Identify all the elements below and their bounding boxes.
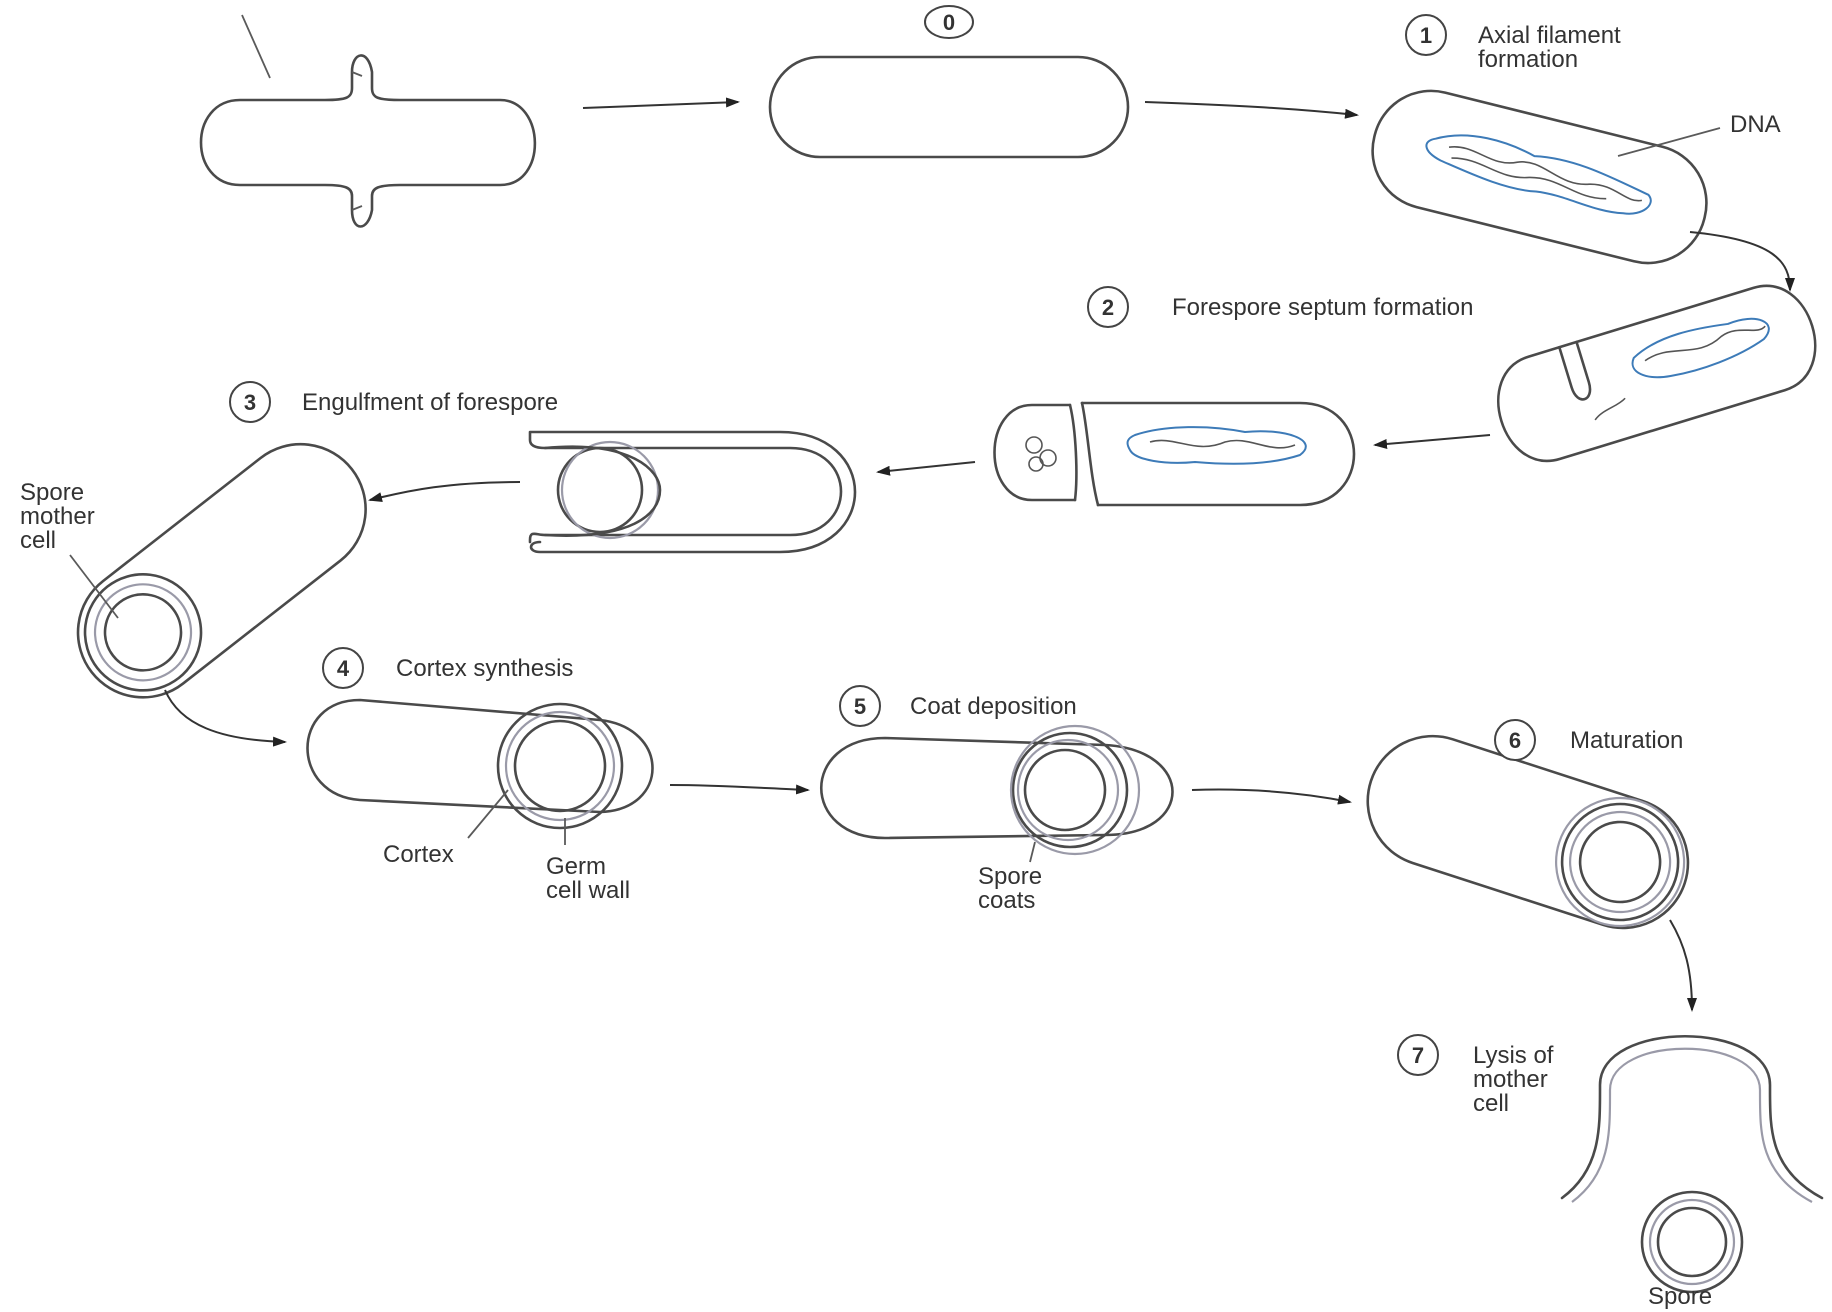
stage-6-label: Maturation bbox=[1570, 727, 1683, 754]
stage-3-badge: 3 bbox=[229, 381, 271, 423]
arrow-to-stage-0 bbox=[582, 97, 740, 109]
stage-3-label: Engulfment of forespore bbox=[302, 389, 558, 416]
stage-6-badge: 6 bbox=[1494, 719, 1536, 761]
spore-coats-pointer bbox=[1029, 841, 1036, 863]
spore-mother-cell-pointer bbox=[69, 554, 119, 619]
stage-4-label: Cortex synthesis bbox=[396, 655, 573, 682]
stage-2-label: Forespore septum formation bbox=[1172, 294, 1473, 321]
spore-mother-cell-label-3: cell bbox=[20, 527, 56, 554]
stage-5-label: Coat deposition bbox=[910, 693, 1077, 720]
arrow-to-stage-5 bbox=[669, 784, 810, 795]
cortex-label: Cortex bbox=[383, 841, 454, 868]
stage-7-badge: 7 bbox=[1397, 1034, 1439, 1076]
arrow-to-spore-mother-cell bbox=[368, 481, 521, 502]
arrow-to-septum bbox=[1373, 434, 1491, 449]
arrow-to-stage-1 bbox=[1144, 101, 1359, 119]
stage-6-cell bbox=[1366, 734, 1690, 930]
cortex-pointer bbox=[467, 789, 509, 839]
stage-1-label-line2: formation bbox=[1478, 46, 1578, 73]
svg-text:3: 3 bbox=[244, 390, 256, 415]
stage-0-badge: 0 bbox=[924, 5, 974, 39]
arrow-to-stage-6 bbox=[1191, 788, 1352, 805]
spore-mother-cell-label-1: Spore bbox=[20, 479, 84, 506]
germ-cell-wall-label-2: cell wall bbox=[546, 877, 630, 904]
septum-cell bbox=[993, 401, 1356, 507]
svg-text:2: 2 bbox=[1102, 295, 1114, 320]
stage-3-cell bbox=[528, 430, 857, 554]
stage-5-badge: 5 bbox=[839, 685, 881, 727]
stage-7-label-line1: Lysis of bbox=[1473, 1042, 1554, 1069]
pointer-line bbox=[241, 14, 271, 79]
stage-7-label-line3: cell bbox=[1473, 1090, 1509, 1117]
arrow-to-stage-3 bbox=[876, 461, 976, 476]
arrow-to-stage-2 bbox=[1689, 231, 1795, 292]
stage-4-cell bbox=[306, 698, 654, 830]
spore-mother-cell bbox=[76, 442, 367, 699]
stage-5-cell bbox=[820, 724, 1174, 856]
germ-cell-wall-label-1: Germ bbox=[546, 853, 606, 880]
spore-coats-label-1: Spore bbox=[978, 863, 1042, 890]
stage-1-cell bbox=[1371, 89, 1708, 265]
dna-label: DNA bbox=[1730, 111, 1781, 138]
spore-coats-label-2: coats bbox=[978, 887, 1035, 914]
stage-4-badge: 4 bbox=[322, 647, 364, 689]
svg-text:4: 4 bbox=[337, 656, 350, 681]
stage-7-cell bbox=[1560, 1034, 1824, 1203]
spore bbox=[1640, 1190, 1744, 1294]
stage-2-cell bbox=[1496, 284, 1817, 463]
dna-pointer bbox=[1617, 127, 1721, 157]
stage-2-badge: 2 bbox=[1087, 286, 1129, 328]
stage-1-badge: 0 1 bbox=[1405, 14, 1447, 56]
arrow-to-stage-7 bbox=[1669, 919, 1697, 1012]
svg-text:6: 6 bbox=[1509, 728, 1521, 753]
dividing-cell bbox=[199, 14, 537, 228]
stage-0-cell bbox=[768, 55, 1130, 159]
stage-1-label-line1: Axial filament bbox=[1478, 22, 1621, 49]
svg-text:7: 7 bbox=[1412, 1043, 1424, 1068]
svg-text:5: 5 bbox=[854, 694, 866, 719]
spore-label: Spore bbox=[1648, 1283, 1712, 1310]
svg-text:1: 1 bbox=[1420, 23, 1432, 48]
stage-0-number: 0 bbox=[943, 10, 955, 35]
arrow-to-stage-4 bbox=[164, 689, 287, 747]
spore-mother-cell-label-2: mother bbox=[20, 503, 95, 530]
stage-7-label-line2: mother bbox=[1473, 1066, 1548, 1093]
